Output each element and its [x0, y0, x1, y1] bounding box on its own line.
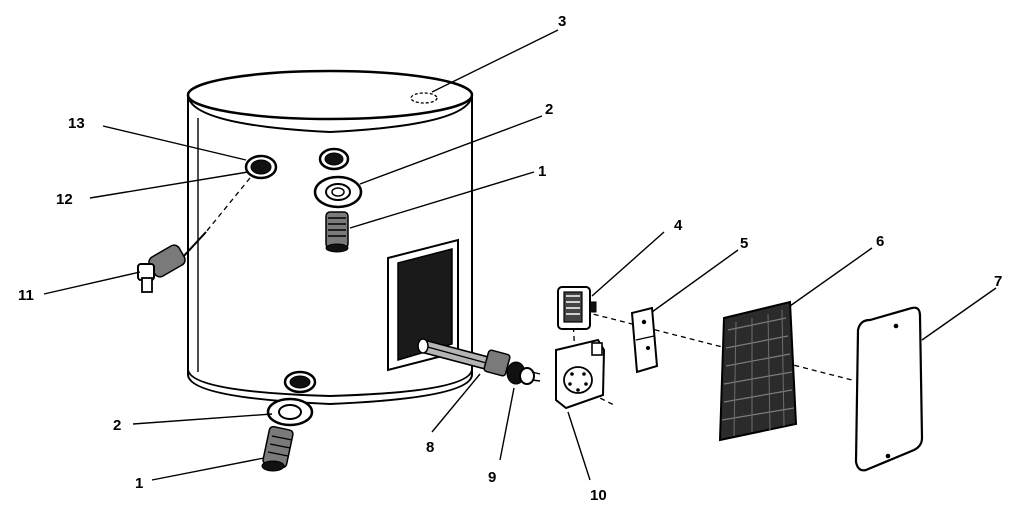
thermostat — [557, 286, 597, 330]
thermostat-bracket — [555, 338, 606, 410]
upper-fitting-plug — [318, 147, 350, 171]
lower-spud-fitting — [266, 397, 314, 427]
callout-1-bottom: 1 — [135, 475, 143, 492]
callout-11: 11 — [18, 287, 34, 304]
insulation-pad — [718, 300, 798, 442]
clip — [630, 306, 659, 374]
callout-7: 7 — [994, 273, 1002, 290]
top-fitting-dotted — [410, 92, 438, 104]
callout-8: 8 — [426, 439, 434, 456]
callout-10: 10 — [590, 487, 607, 504]
upper-nipple — [325, 211, 349, 253]
callout-9: 9 — [488, 469, 496, 486]
tank-top — [186, 69, 474, 121]
callout-1-top: 1 — [538, 163, 546, 180]
callout-4: 4 — [674, 217, 683, 234]
callout-12: 12 — [56, 191, 73, 208]
element-access-opening — [387, 238, 459, 372]
assembly-line-thermostat — [584, 311, 853, 381]
relief-valve-opening — [244, 154, 278, 180]
callout-6: 6 — [876, 233, 884, 250]
callout-13: 13 — [68, 115, 85, 132]
callout-5: 5 — [740, 235, 748, 252]
callout-2-top: 2 — [545, 101, 553, 118]
relief-valve — [137, 244, 186, 293]
lower-nipple — [261, 425, 294, 472]
heating-element — [417, 338, 511, 377]
callout-3: 3 — [558, 13, 566, 30]
upper-spud-fitting — [313, 175, 363, 209]
callout-numbers: 3 2 1 13 12 11 2 1 8 9 10 4 5 6 7 — [18, 13, 1002, 504]
element-gasket — [506, 361, 541, 385]
access-cover — [854, 306, 924, 472]
callout-2-bottom: 2 — [113, 417, 121, 434]
leader-lines — [43, 29, 997, 481]
lower-fitting-plug — [283, 370, 317, 394]
